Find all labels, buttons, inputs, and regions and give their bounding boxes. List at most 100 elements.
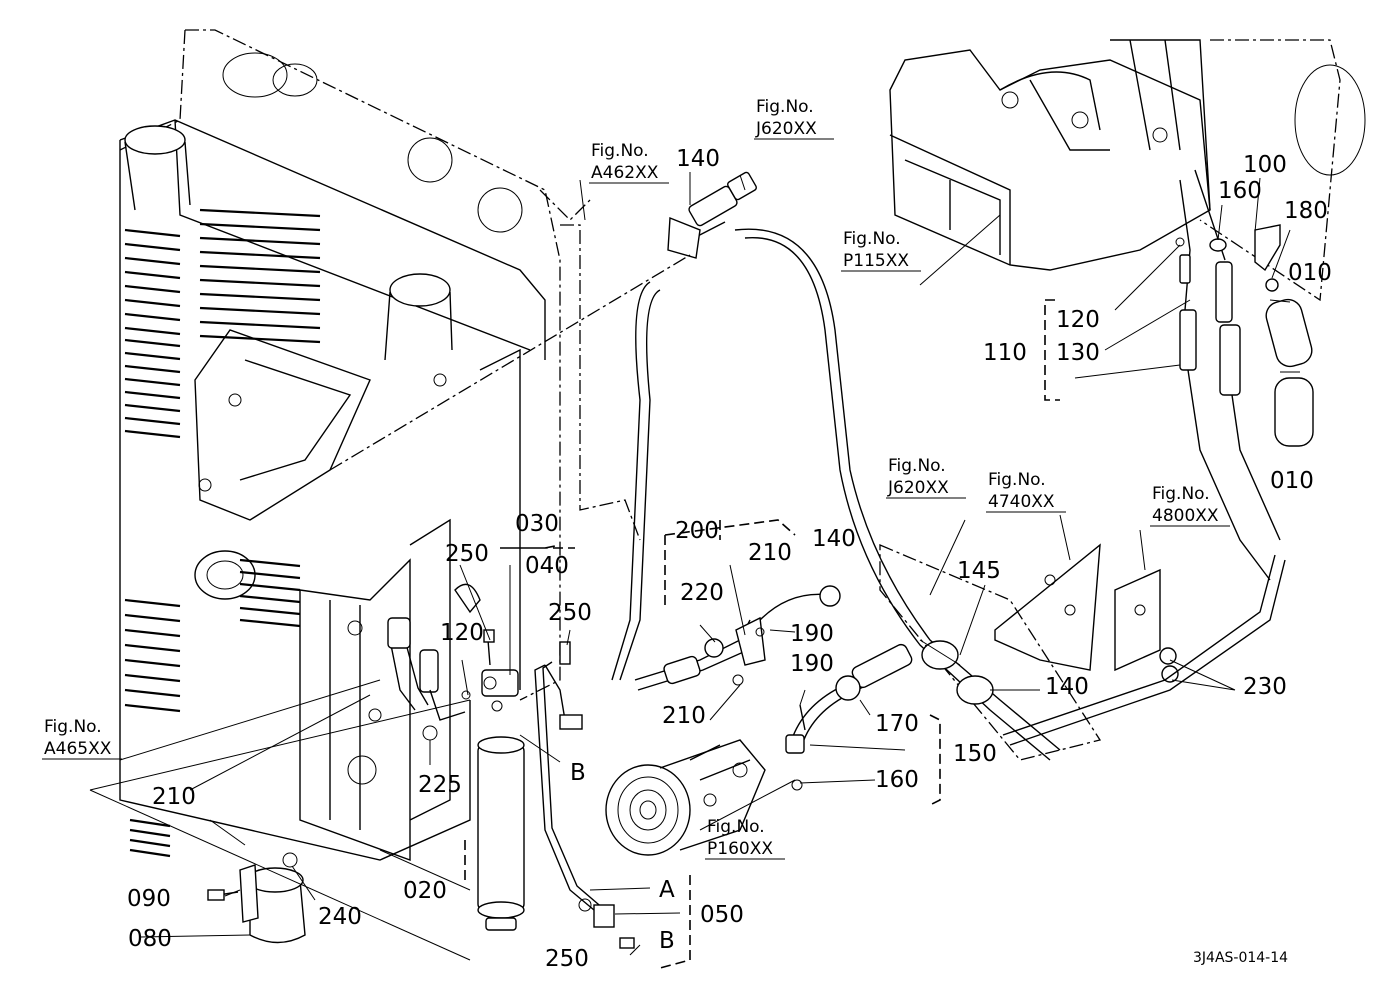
radiator-fin <box>124 242 181 252</box>
receiver-drier <box>477 669 525 931</box>
radiator-fin <box>239 606 301 616</box>
radiator-fin <box>124 284 181 294</box>
callout-225: 225 <box>418 772 462 798</box>
figure-ref-label: Fig.No. <box>44 717 102 737</box>
callout-140: 140 <box>812 526 856 552</box>
figure-ref-code: P115XX <box>843 251 909 271</box>
figure-ref-code: 4740XX <box>988 492 1055 512</box>
figure-ref-j620xx: Fig.No.J620XX <box>754 97 834 140</box>
radiator-fin <box>124 673 181 683</box>
radiator-fin <box>124 416 181 426</box>
radiator-fin <box>199 278 321 288</box>
radiator-fin <box>124 403 181 413</box>
radiator-fin <box>129 848 171 858</box>
mounting-band <box>207 852 306 944</box>
callout-b: B <box>659 928 675 954</box>
callout-250: 250 <box>445 541 489 567</box>
radiator-fin <box>199 320 321 330</box>
radiator-fin <box>124 598 181 608</box>
callout-210: 210 <box>152 784 196 810</box>
radiator-fin <box>199 264 321 274</box>
hose-assembly-150 <box>785 643 913 791</box>
suction-hose <box>329 171 1061 761</box>
radiator-fin <box>124 228 181 238</box>
radiator-fin <box>124 298 181 308</box>
callout-210: 210 <box>662 703 706 729</box>
radiator-fin <box>124 312 181 322</box>
callout-160: 160 <box>875 767 919 793</box>
radiator-fin <box>239 618 301 628</box>
callout-110: 110 <box>983 340 1027 366</box>
radiator-fin <box>129 828 171 838</box>
figure-ref-p115xx: Fig.No.P115XX <box>841 229 921 272</box>
callout-190: 190 <box>790 651 834 677</box>
callout-130: 130 <box>1056 340 1100 366</box>
callout-080: 080 <box>128 926 172 952</box>
radiator-fin <box>199 222 321 232</box>
callout-145: 145 <box>957 558 1001 584</box>
figure-ref-code: P160XX <box>707 839 773 859</box>
callout-100: 100 <box>1243 152 1287 178</box>
radiator-fin <box>124 338 181 348</box>
callout-010: 010 <box>1270 468 1314 494</box>
callout-140: 140 <box>1045 674 1089 700</box>
mounting-brackets <box>879 543 1286 761</box>
figure-references: Fig.No.A462XXFig.No.J620XXFig.No.P115XXF… <box>42 97 1230 860</box>
callout-240: 240 <box>318 904 362 930</box>
radiator-fin <box>199 250 321 260</box>
callout-200: 200 <box>675 518 719 544</box>
drawing-code: 3J4AS-014-14 <box>1193 950 1288 966</box>
radiator-fin <box>124 688 181 698</box>
figure-ref-code: A462XX <box>591 163 659 183</box>
liquid-pipe <box>534 641 635 949</box>
radiator-fin <box>124 658 181 668</box>
radiator-fin <box>124 703 181 713</box>
callout-030: 030 <box>515 511 559 537</box>
callout-250: 250 <box>545 946 589 972</box>
radiator-fin <box>124 326 181 336</box>
callout-120: 120 <box>440 620 484 646</box>
callout-090: 090 <box>127 886 171 912</box>
radiator-fin <box>239 570 301 580</box>
callout-150: 150 <box>953 741 997 767</box>
figure-ref-label: Fig.No. <box>591 141 649 161</box>
radiator-fin <box>129 838 171 848</box>
figure-ref-4800xx: Fig.No.4800XX <box>1150 484 1230 527</box>
leader-lines <box>89 172 1300 961</box>
callout-250: 250 <box>548 600 592 626</box>
figure-ref-p160xx: Fig.No.P160XX <box>705 817 785 860</box>
figure-ref-label: Fig.No. <box>843 229 901 249</box>
grouping-brackets <box>464 299 1060 969</box>
callout-140: 140 <box>676 146 720 172</box>
figure-ref-j620xx: Fig.No.J620XX <box>886 456 966 499</box>
callout-160: 160 <box>1218 178 1262 204</box>
figure-ref-a462xx: Fig.No.A462XX <box>589 141 669 184</box>
discharge-hose <box>634 585 841 691</box>
radiator-fin <box>124 613 181 623</box>
figure-ref-label: Fig.No. <box>888 456 946 476</box>
callout-010: 010 <box>1288 260 1332 286</box>
callout-220: 220 <box>680 580 724 606</box>
radiator-fin <box>124 364 181 374</box>
radiator-fin <box>124 377 181 387</box>
callout-170: 170 <box>875 711 919 737</box>
figure-ref-label: Fig.No. <box>988 470 1046 490</box>
radiator-fin <box>124 390 181 400</box>
radiator-fin <box>124 429 181 439</box>
radiator-assembly <box>119 29 591 861</box>
radiator-fin <box>199 208 321 218</box>
radiator-fin <box>199 236 321 246</box>
flexible-hoses-left <box>387 583 495 741</box>
callout-180: 180 <box>1284 198 1328 224</box>
radiator-fin <box>199 292 321 302</box>
figure-ref-4740xx: Fig.No.4740XX <box>986 470 1066 513</box>
figure-ref-code: J620XX <box>887 478 949 498</box>
radiator-fin <box>124 270 181 280</box>
radiator-fin <box>129 818 171 828</box>
figure-ref-code: J620XX <box>755 119 817 139</box>
figure-ref-a465xx: Fig.No.A465XX <box>42 717 122 760</box>
radiator-fin <box>124 256 181 266</box>
radiator-fin <box>199 334 321 344</box>
